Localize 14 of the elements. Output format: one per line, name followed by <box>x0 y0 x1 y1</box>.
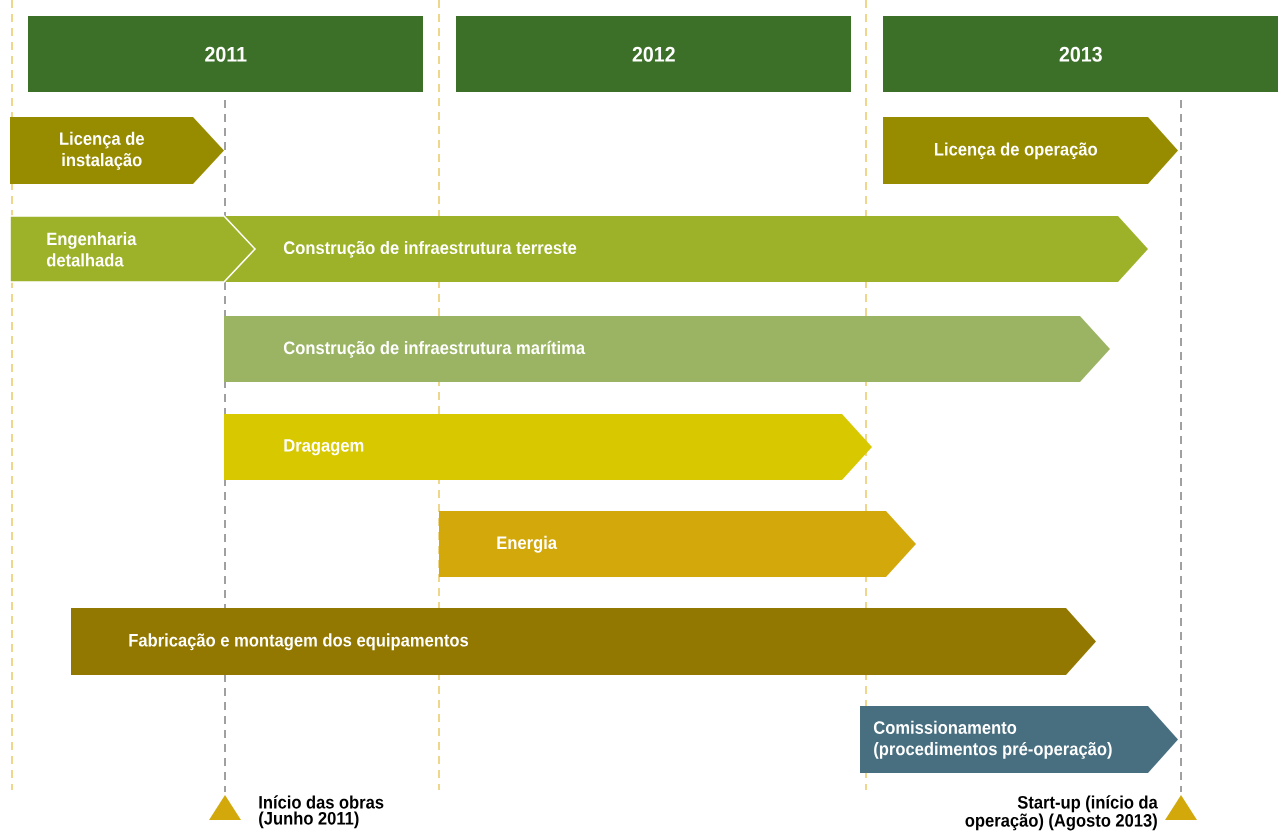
task-bar: Licença de instalação <box>10 117 224 184</box>
task-bar: Engenharia detalhada <box>9 215 257 283</box>
task-bar: Energia <box>439 511 916 577</box>
node-label: Construção de infraestrutura terreste <box>283 240 577 258</box>
task-bar: Comissionamento (procedimentos pré-operação) <box>860 706 1178 773</box>
year-header: 2012 <box>456 16 851 92</box>
year-header: 2011 <box>28 16 423 92</box>
year-header: 2013 <box>883 16 1278 92</box>
milestone-label: Start-up (início da operação) (Agosto 2013) <box>965 795 1158 831</box>
task-bar: Dragagem <box>224 414 872 480</box>
milestone-label: Início das obras (Junho 2011) <box>259 795 384 829</box>
task-bar: Licença de operação <box>883 117 1178 184</box>
task-bar: Construção de infraestrutura marítima <box>224 316 1110 382</box>
task-bar: Fabricação e montagem dos equipamentos <box>71 608 1096 675</box>
